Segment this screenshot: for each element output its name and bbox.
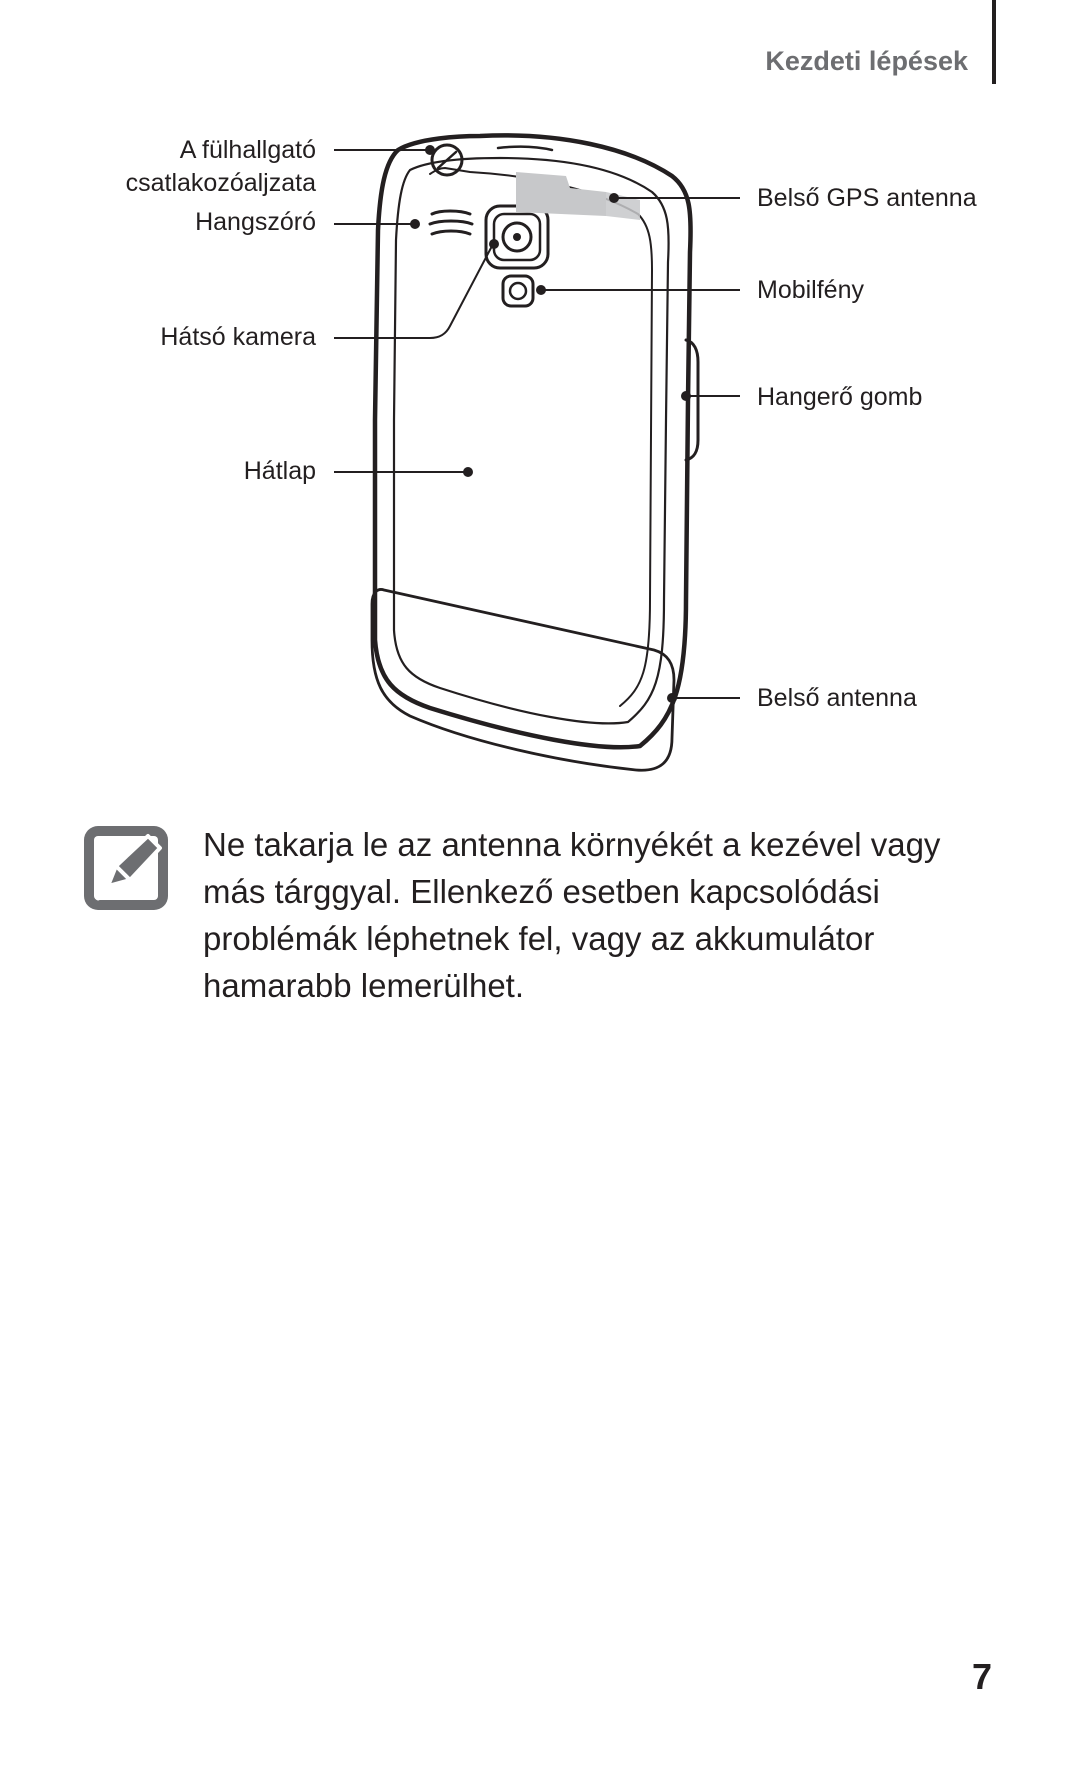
label-flash: Mobilfény <box>757 276 864 304</box>
label-volume-button: Hangerő gomb <box>757 383 923 411</box>
gps-antenna-region <box>516 172 606 216</box>
label-headset-jack-line1: A fülhallgató <box>179 136 316 164</box>
header-rule <box>992 0 996 84</box>
label-back-cover: Hátlap <box>243 457 316 485</box>
flash-outer <box>501 274 535 308</box>
label-headset-jack: A fülhallgató csatlakozóaljzata <box>126 134 316 200</box>
camera-lens <box>501 221 533 253</box>
volume-button <box>684 338 700 462</box>
phone-inner-body <box>392 156 670 725</box>
speaker-grille <box>428 209 474 236</box>
label-internal-antenna: Belső antenna <box>757 684 917 712</box>
headset-jack <box>430 143 464 177</box>
label-gps-antenna: Belső GPS antenna <box>757 184 977 212</box>
section-title: Kezdeti lépések <box>765 46 968 76</box>
note-pencil-icon <box>84 826 168 910</box>
page-number: 7 <box>971 1656 992 1697</box>
note-text: Ne takarja le az antenna környékét a kez… <box>203 826 941 1004</box>
label-headset-jack-line2: csatlakozóaljzata <box>125 169 316 197</box>
label-speaker: Hangszóró <box>195 208 316 236</box>
label-rear-camera: Hátsó kamera <box>160 323 316 351</box>
leader-rear-camera <box>334 245 493 339</box>
phone-back-diagram <box>334 133 740 772</box>
phone-outer-body <box>372 133 693 750</box>
internal-antenna-outline <box>370 588 676 772</box>
